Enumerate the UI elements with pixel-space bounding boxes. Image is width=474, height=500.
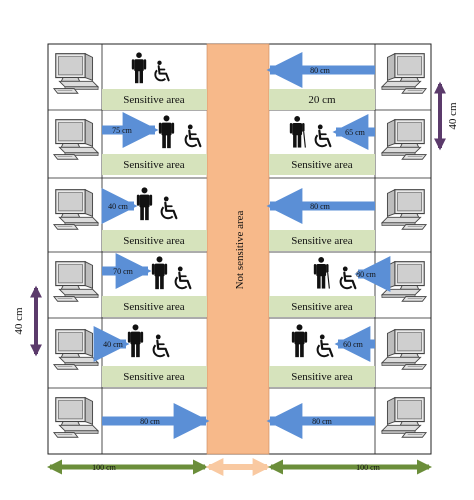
arrow-row6-left-label: 80 cm <box>140 417 161 426</box>
sensitive-area-label: Sensitive area <box>123 159 185 171</box>
computer-icon <box>381 397 427 438</box>
right-computers <box>381 53 427 438</box>
computer-icon <box>53 261 99 302</box>
wheelchair-icon <box>154 60 170 82</box>
person-with-cane-icon <box>313 256 331 290</box>
left-computer-column <box>47 43 103 455</box>
computer-icon <box>381 261 427 302</box>
left-computers <box>53 53 99 438</box>
arrow-row2-right-label: 65 cm <box>345 128 366 137</box>
bottom-right-dimension-label: 100 cm <box>356 463 381 472</box>
arrow-row6-right-label: 80 cm <box>312 417 333 426</box>
arrow-row3-left-label: 40 cm <box>108 202 129 211</box>
computer-icon <box>53 329 99 370</box>
sensitive-area-label: Sensitive area <box>291 235 353 247</box>
arrow-row4-right-label: 80 cm <box>356 270 377 279</box>
computer-icon <box>381 53 427 94</box>
person-icon <box>131 52 147 84</box>
sensitive-area-label: Sensitive area <box>123 301 185 313</box>
arrow-row5-left-label: 40 cm <box>103 340 124 349</box>
sensitive-area-bands <box>102 89 375 387</box>
wheelchair-icon <box>184 124 202 148</box>
wheelchair-icon <box>316 334 334 358</box>
person-icon <box>136 187 153 221</box>
wheelchair-icon <box>160 196 178 220</box>
sensitive-area-label: Sensitive area <box>291 371 353 383</box>
computer-icon <box>381 329 427 370</box>
right-computer-column <box>374 43 432 455</box>
wheelchair-icon <box>152 334 170 358</box>
person-icon <box>291 324 308 358</box>
distance-arrows <box>93 52 391 439</box>
left-vertical-dimension-label: 40 cm <box>13 307 25 335</box>
person-with-cane-icon <box>289 115 307 149</box>
sensitive-area-label: Sensitive area <box>291 301 353 313</box>
not-sensitive-column <box>206 43 270 455</box>
arrow-row4-left-label: 70 cm <box>113 267 134 276</box>
computer-icon <box>381 189 427 230</box>
person-icon <box>127 324 144 358</box>
sensitive-area-label: Sensitive area <box>123 371 185 383</box>
computer-icon <box>53 397 99 438</box>
band-20cm-label: 20 cm <box>308 94 336 106</box>
not-sensitive-area-label: Not sensitive area <box>234 210 246 289</box>
wheelchair-icon <box>174 266 192 290</box>
computer-icon <box>381 119 427 160</box>
right-vertical-dimension-label: 40 cm <box>447 102 459 130</box>
wheelchair-icon <box>339 266 357 290</box>
arrow-row3-right-label: 80 cm <box>310 202 331 211</box>
bottom-left-dimension-label: 100 cm <box>92 463 117 472</box>
sensitive-area-label: Sensitive area <box>123 235 185 247</box>
person-icon <box>151 256 168 290</box>
computer-icon <box>53 119 99 160</box>
computer-icon <box>53 189 99 230</box>
wheelchair-icon <box>314 124 332 148</box>
arrow-row2-left-label: 75 cm <box>112 126 133 135</box>
arrow-row5-right-label: 60 cm <box>343 340 364 349</box>
sensitive-area-label: Sensitive area <box>291 159 353 171</box>
person-icon <box>158 115 175 149</box>
sensitive-area-label: Sensitive area <box>123 94 185 106</box>
arrow-row1-right-label: 80 cm <box>310 66 331 75</box>
vertical-dimensions: 40 cm 40 cm <box>13 81 459 357</box>
computer-icon <box>53 53 99 94</box>
